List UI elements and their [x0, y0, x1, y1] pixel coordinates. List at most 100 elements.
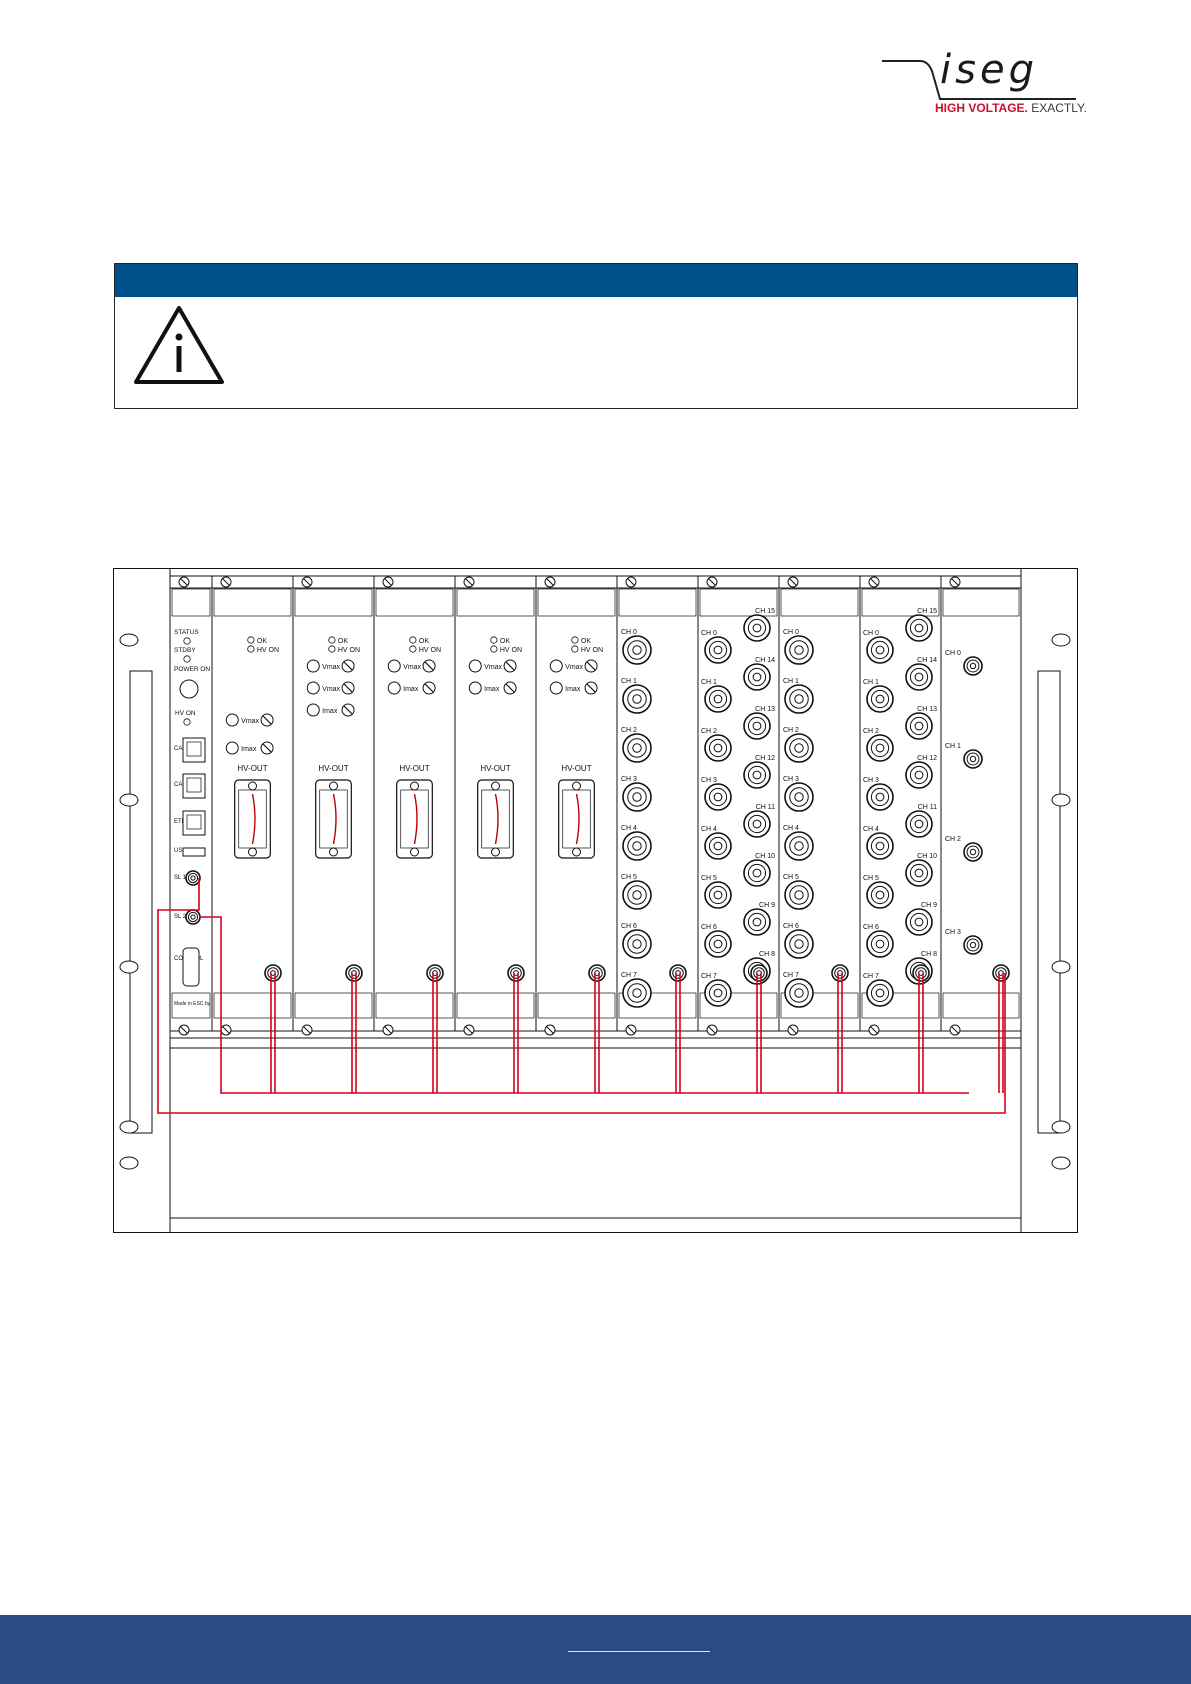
- module-bottom-handle: [618, 992, 697, 1019]
- module-bottom-screw: [706, 1024, 718, 1036]
- channel-connector: [704, 636, 732, 664]
- trim-pot-slot: [424, 661, 434, 671]
- channel-connector: [743, 810, 771, 838]
- hv-on-led: [490, 645, 498, 653]
- channel-connector: [866, 881, 894, 909]
- channel-connector-ring: [747, 814, 767, 834]
- stdby-label: STDBY: [174, 647, 196, 654]
- sl-connector: [264, 964, 282, 982]
- channel-label: CH 6: [701, 924, 717, 931]
- channel-connector-pin: [713, 694, 723, 704]
- module-bottom-handle: [213, 992, 292, 1019]
- channel-connector: [784, 978, 814, 1008]
- channel-connector: [743, 663, 771, 691]
- channel-label: CH 7: [783, 972, 799, 979]
- channel-label: CH 1: [863, 679, 879, 686]
- port-label: ETH: [174, 819, 186, 825]
- channel-connector-pin: [752, 623, 762, 633]
- rj45-port-inner: [186, 814, 202, 830]
- left-mount-hole: [119, 960, 139, 974]
- right-mount-hole: [1051, 1120, 1071, 1134]
- channel-connector: [866, 979, 894, 1007]
- ok-led: [571, 636, 579, 644]
- channel-connector-pin: [794, 841, 804, 851]
- channel-label: CH 5: [621, 874, 637, 881]
- trim-pot: [341, 659, 355, 673]
- channel-connector-ring: [909, 765, 929, 785]
- hv-on-label: HV ON: [581, 647, 603, 654]
- channel-connector-pin: [875, 743, 885, 753]
- left-handle: [129, 670, 153, 1134]
- module-bottom-screw: [787, 1024, 799, 1036]
- channel-connector-pin: [794, 792, 804, 802]
- sl-connector: [992, 964, 1010, 982]
- channel-connector-ring: [870, 934, 890, 954]
- module-6-front: CH 0CH 1CH 2CH 3CH 4CH 5CH 6CH 7: [621, 629, 637, 979]
- module-top-handle: [213, 588, 292, 617]
- channel-connector: [784, 929, 814, 959]
- channel-connector-ring: [870, 983, 890, 1003]
- channel-label: CH 1: [945, 743, 961, 750]
- channel-connector-pin: [875, 694, 885, 704]
- channel-label: CH 1: [783, 678, 799, 685]
- channel-connector: [963, 656, 983, 676]
- channel-connector-pin: [875, 939, 885, 949]
- channel-connector-pin: [914, 917, 924, 927]
- module-top-screw-slot: [303, 578, 311, 586]
- right-mount-hole: [1051, 960, 1071, 974]
- channel-connector: [704, 979, 732, 1007]
- trim-pot: [260, 713, 274, 727]
- channel-label: CH 10: [917, 853, 937, 860]
- channel-connector: [963, 935, 983, 955]
- note-header-bar: [115, 264, 1077, 297]
- channel-connector-ring: [966, 845, 980, 859]
- trim-label: Imax: [484, 686, 500, 693]
- hv-out-connector: [234, 779, 271, 859]
- sl-connector: [912, 964, 930, 982]
- hv-on-led: [247, 645, 255, 653]
- module-top-handle: [537, 588, 616, 617]
- channel-connector-pin: [752, 770, 762, 780]
- module-bottom-screw: [382, 1024, 394, 1036]
- sl-connector: [831, 964, 849, 982]
- sl1-connector-pin: [190, 875, 196, 881]
- ok-led: [247, 636, 255, 644]
- channel-connector-pin: [632, 645, 642, 655]
- channel-connector-pin: [914, 819, 924, 829]
- channel-label: CH 0: [621, 629, 637, 636]
- logo-swoosh-graphic: [882, 60, 1076, 100]
- module-top-screw-slot: [546, 578, 554, 586]
- channel-connector: [963, 842, 983, 862]
- hv-out-connector: [315, 779, 352, 859]
- channel-label: CH 1: [621, 678, 637, 685]
- sl2-label: SL 2: [174, 914, 187, 920]
- channel-connector: [866, 930, 894, 958]
- trim-knob: [306, 703, 320, 717]
- trim-label: Vmax: [403, 664, 421, 671]
- trim-pot-slot: [343, 683, 353, 693]
- channel-connector-pin: [752, 917, 762, 927]
- rj45-port-inner: [186, 741, 202, 757]
- channel-label: CH 2: [783, 727, 799, 734]
- channel-connector-pin: [752, 672, 762, 682]
- hv-out-label: HV-OUT: [399, 764, 429, 773]
- ok-label: OK: [419, 638, 429, 645]
- control-dsub-port: [182, 947, 200, 987]
- module-bottom-screw-slot: [708, 1026, 716, 1034]
- ok-led: [328, 636, 336, 644]
- module-top-handle: [375, 588, 454, 617]
- channel-connector-pin: [969, 941, 977, 949]
- channel-connector-ring: [870, 640, 890, 660]
- module-top-screw: [301, 576, 313, 588]
- channel-label: CH 1: [701, 679, 717, 686]
- trim-pot: [503, 681, 517, 695]
- ok-led: [409, 636, 417, 644]
- channel-label: CH 2: [863, 728, 879, 735]
- channel-label: CH 0: [863, 630, 879, 637]
- channel-label: CH 12: [755, 755, 775, 762]
- module-top-handle: [294, 588, 373, 617]
- sl-connector: [345, 964, 363, 982]
